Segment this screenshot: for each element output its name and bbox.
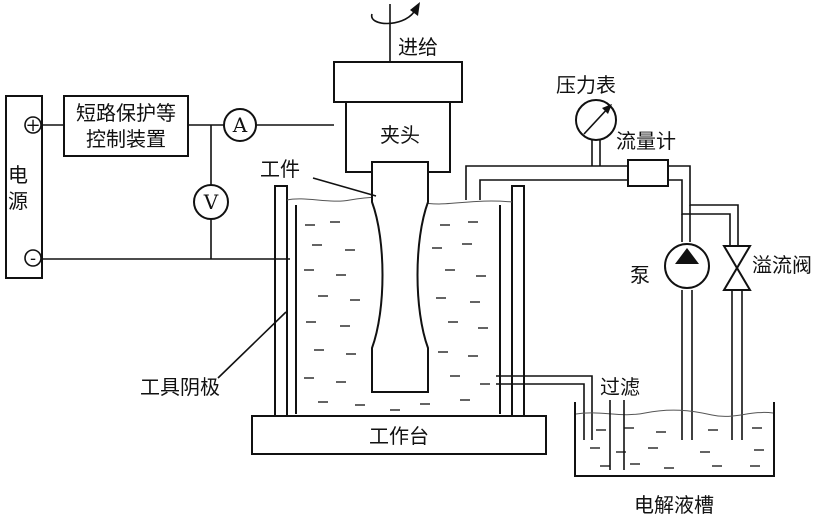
- voltmeter-label: V: [203, 190, 219, 214]
- electrolyte-dashes: [304, 221, 490, 411]
- power-source: + - 电 源: [5, 95, 43, 279]
- protection-label-line1: 短路保护等: [76, 101, 176, 125]
- power-label-char1: 电: [8, 163, 28, 187]
- electrolyte-tank: [574, 400, 775, 477]
- tool-cathode-label: 工具阴极: [140, 375, 220, 399]
- flow-meter: [627, 159, 669, 187]
- chuck: 夹头: [333, 61, 463, 173]
- cathode-leader: [217, 311, 287, 379]
- pump-label: 泵: [630, 263, 650, 287]
- pump-icon: [664, 243, 710, 289]
- pressure-gauge: [575, 99, 617, 141]
- plus-sign: +: [25, 115, 40, 136]
- workpiece-label: 工件: [260, 157, 300, 181]
- relief-valve-label: 溢流阀: [752, 253, 812, 277]
- relief-valve: [722, 245, 752, 291]
- ammeter: A: [223, 108, 257, 142]
- worktable: [251, 415, 547, 455]
- ammeter-label: A: [232, 113, 248, 137]
- protection-label-line2: 控制装置: [86, 127, 166, 151]
- feed-rotation-icon: [371, 2, 420, 62]
- flow-meter-label: 流量计: [616, 129, 676, 153]
- piping: [465, 138, 743, 440]
- protection-control-box: 短路保护等 控制装置: [63, 95, 189, 157]
- electrolyte-tank-label: 电解液槽: [634, 493, 714, 517]
- worktable-label: 工作台: [369, 424, 429, 448]
- pump: [664, 243, 710, 289]
- pressure-gauge-label: 压力表: [556, 73, 616, 97]
- minus-sign: -: [30, 248, 36, 269]
- minus-terminal-icon: [24, 249, 42, 267]
- workpiece: [371, 161, 429, 393]
- feed-label: 进给: [398, 35, 438, 59]
- workpiece-leader: [312, 177, 377, 197]
- ammeter-icon: [223, 108, 257, 142]
- voltmeter: V: [193, 184, 229, 220]
- chuck-label: 夹头: [380, 123, 420, 147]
- reservoir-dashes: [590, 427, 764, 469]
- filter-label: 过滤: [600, 375, 640, 399]
- voltmeter-icon: [193, 184, 229, 220]
- power-label-char2: 源: [8, 189, 28, 213]
- work-tank: 工作台: [251, 161, 547, 455]
